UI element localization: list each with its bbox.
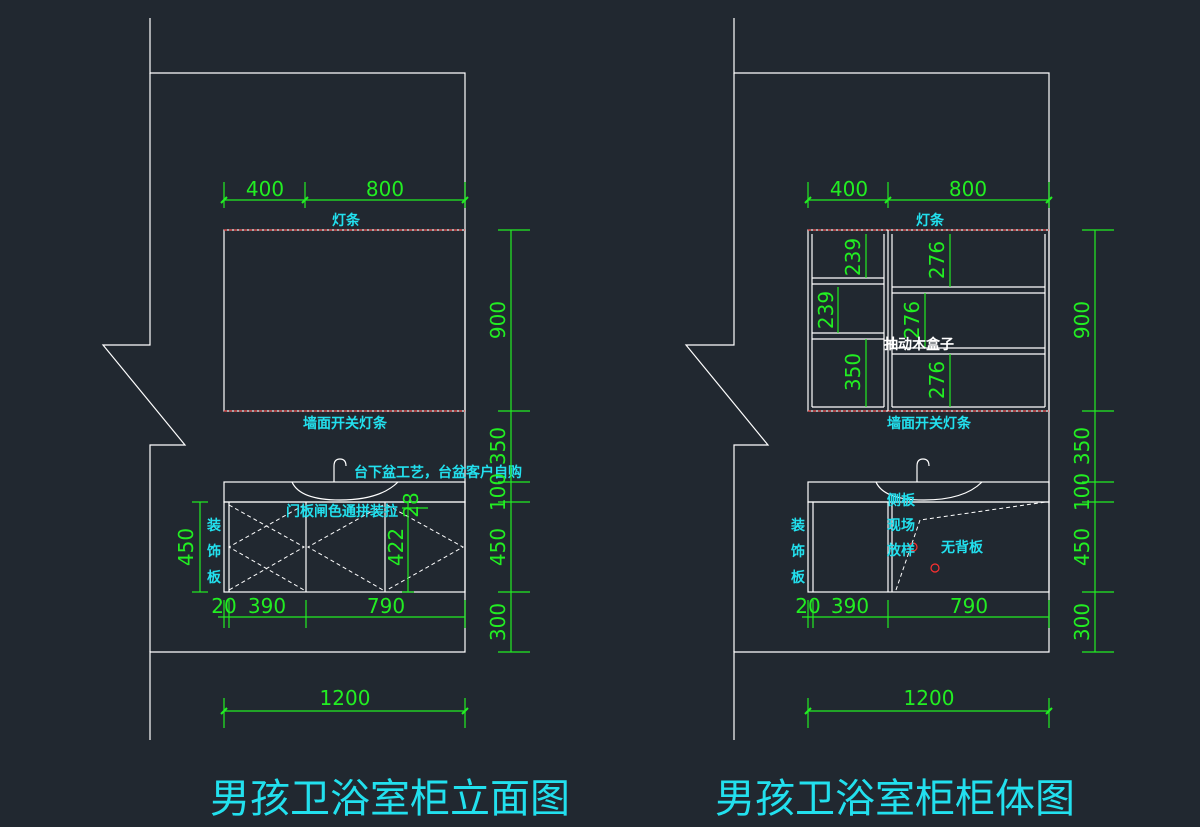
vanity-cabinet	[223, 501, 466, 593]
dim-inner-small: 28	[399, 492, 423, 517]
decor-char-2-2: 饰	[791, 543, 805, 560]
dim-right-counter: 100	[486, 473, 510, 511]
door-swing-1b	[227, 504, 305, 591]
decor-char-2: 饰	[207, 543, 221, 560]
hole-mark-1	[908, 542, 918, 552]
countertop	[223, 481, 466, 503]
dim-right-cab-2: 450	[1070, 528, 1094, 566]
decor-char-3: 板	[207, 569, 222, 586]
basin-note: 台下盆工艺，台盆客户自购	[354, 464, 522, 481]
light-strip-label-2: 灯条	[916, 212, 945, 229]
dim-right-gap-2: 350	[1070, 427, 1094, 465]
dim-left-cab: 450	[174, 528, 198, 566]
dim-bottom-b-2: 390	[831, 594, 869, 618]
basin	[291, 481, 399, 501]
dim-shelf-b: 239	[814, 291, 838, 329]
dim-bottom-a-2: 20	[795, 594, 820, 618]
no-back-label: 无背板	[940, 539, 984, 556]
cabinet-body-drawing: 239 239 350 276 276 276 抽动木盒子 400 800 灯条…	[684, 18, 1114, 822]
side-note-2: 现场	[887, 518, 915, 534]
dim-top-left: 400	[246, 177, 284, 201]
dim-right-mirror: 900	[486, 301, 510, 339]
dim-inner-door: 422	[384, 528, 408, 566]
elevation-drawing: 400 800 灯条 墙面开关灯条 台下盆工艺，台盆客户自购 门板闸色通拼装拉 …	[101, 18, 570, 822]
dim-bottom-b: 390	[248, 594, 286, 618]
handle-note: 门板闸色通拼装拉	[286, 503, 398, 520]
wall-outline	[149, 18, 466, 740]
door-swing-2	[306, 504, 384, 591]
dim-right-counter-2: 100	[1070, 473, 1094, 511]
side-note-1: 侧板	[887, 492, 916, 509]
cabinet-body	[807, 501, 1050, 593]
dim-total-2: 1200	[904, 686, 955, 710]
wall-notch-2	[684, 73, 770, 652]
decor-char-3-2: 板	[791, 569, 806, 586]
dim-right-mirror-2: 900	[1070, 301, 1094, 339]
wall-notch	[101, 73, 187, 652]
dim-bottom-c-2: 790	[950, 594, 988, 618]
decor-char-1-2: 装	[790, 517, 806, 534]
dim-shelf-a: 239	[841, 238, 865, 276]
faucet-2	[916, 458, 930, 482]
dim-right-gap: 350	[486, 427, 510, 465]
decor-char-1: 装	[206, 517, 222, 534]
door-swing-3	[386, 504, 465, 591]
side-panel-outline	[895, 501, 1047, 591]
dim-top-right-2: 800	[949, 177, 987, 201]
dim-right-cab: 450	[486, 528, 510, 566]
dim-shelf-c: 350	[841, 353, 865, 391]
drawer-label: 抽动木盒子	[884, 336, 954, 353]
hole-mark-2	[930, 563, 940, 573]
light-strip-label: 灯条	[332, 212, 361, 229]
dim-right-leg-2: 300	[1070, 603, 1094, 641]
dim-top-left-2: 400	[830, 177, 868, 201]
drawing-title-elevation: 男孩卫浴室柜立面图	[210, 776, 570, 822]
dim-bottom-a: 20	[211, 594, 236, 618]
countertop-2	[807, 481, 1050, 503]
faucet	[333, 458, 347, 482]
drawing-title-body: 男孩卫浴室柜柜体图	[715, 776, 1075, 822]
side-note-3: 放样	[886, 542, 915, 559]
dim-top-right: 800	[366, 177, 404, 201]
wall-switch-label-2: 墙面开关灯条	[887, 415, 972, 432]
mirror-panel	[223, 229, 466, 412]
dim-shelf-d: 276	[925, 241, 949, 279]
door-swing-1a	[228, 504, 306, 591]
wall-switch-label: 墙面开关灯条	[303, 415, 388, 432]
dim-total: 1200	[320, 686, 371, 710]
dim-shelf-f: 276	[925, 361, 949, 399]
basin-2	[875, 481, 983, 501]
dim-bottom-c: 790	[367, 594, 405, 618]
dim-right-leg: 300	[486, 603, 510, 641]
dim-shelf-e: 276	[900, 301, 924, 339]
